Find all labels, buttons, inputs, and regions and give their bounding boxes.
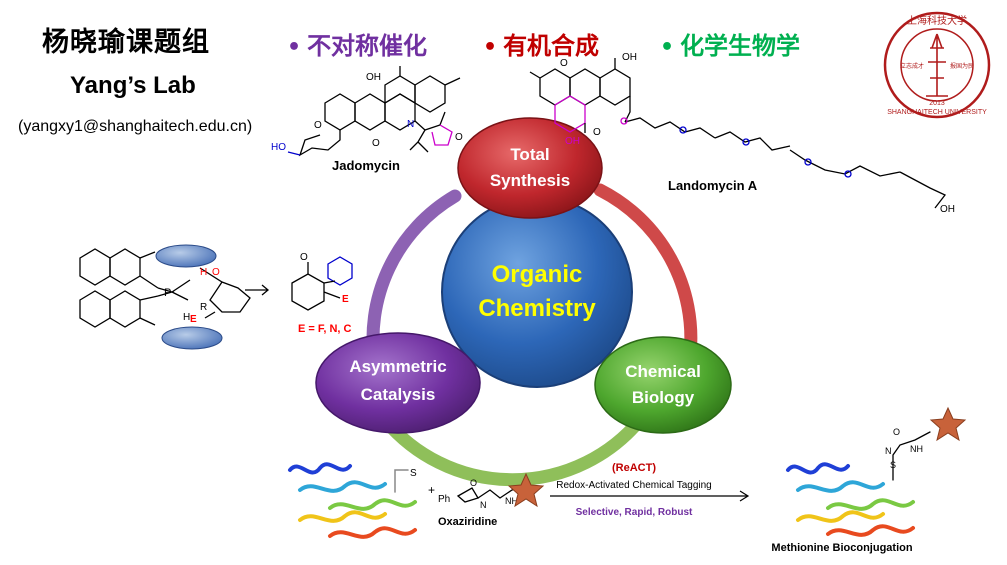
atom-label: O [455,132,463,143]
atom-label: E [190,314,197,325]
logo-motto-right: 报国为民 [950,62,974,70]
atom-label: H [183,312,190,323]
star-tag-icon [507,472,545,508]
bullet-dot-icon: • [287,35,302,60]
topic-label: 不对称催化 [307,32,428,60]
atom-label: OH [622,52,637,63]
react-subtitle: Selective, Rapid, Robust [576,507,693,518]
node-label-line2: Catalysis [361,385,436,404]
atom-label: O [372,138,380,149]
atom-label: NH [910,444,923,454]
reaction-arrow-icon [550,490,750,502]
node-label-line1: Total [510,145,549,164]
center-label-line1: Organic [492,261,583,288]
protein-left-structure [288,462,417,539]
oxaziridine-label: Oxaziridine [438,516,497,528]
ring-arc-red [593,183,698,362]
plus-sign: + [428,483,435,497]
topic-asymmetric-catalysis: •不对称催化 [287,26,427,61]
topic-label: 有机合成 [503,32,600,60]
atom-label: N [407,119,414,130]
bullet-dot-icon: • [483,35,498,60]
atom-label: E [342,294,349,305]
ring-arc-green [378,413,647,487]
atom-label: OH [366,72,381,83]
jadomycin-structure: OH O N O HO O [271,66,463,157]
atom-label: H [200,267,207,278]
atom-label: N [480,500,487,510]
atom-label: O [212,267,220,278]
logo-year: 2013 [929,100,945,107]
atom-label: O [470,478,477,488]
node-chemical-biology: Chemical Biology [594,336,732,434]
react-full-name: Redox-Activated Chemical Tagging [556,480,711,491]
atom-label: NH [505,496,518,506]
topic-organic-synthesis: •有机合成 [483,26,599,61]
atom-label: OH [565,136,580,147]
node-label-line2: Synthesis [490,171,570,190]
jadomycin-label: Jadomycin [332,158,400,173]
lab-email: (yangxy1@shanghaitech.edu.cn) [18,118,253,135]
methionine-label: Methionine Bioconjugation [771,542,912,554]
atom-label: Ph [438,494,450,505]
center-node-organic-chemistry: Organic Chemistry [441,196,633,388]
atom-label: OH [940,204,955,215]
efnc-label: E = F, N, C [298,323,352,335]
catalyst-lobe-top [155,244,217,268]
topic-label: 化学生物学 [680,32,801,60]
atom-label: P [164,287,171,299]
atom-label: R [200,302,207,313]
group-title-chinese: 杨晓瑜课题组 [42,27,210,58]
tower-icon [926,33,948,97]
star-tag-icon [929,406,967,442]
atom-label: S [890,460,896,470]
react-acronym: (ReACT) [612,462,656,474]
atom-label: N [885,446,892,456]
atom-label: O [593,127,601,138]
node-total-synthesis: Total Synthesis [457,117,603,219]
lab-name: Yang’s Lab [70,72,196,99]
protein-right-structure [786,431,931,537]
atom-label: O [560,58,568,69]
node-asymmetric-catalysis: Asymmetric Catalysis [315,332,481,434]
atom-label: S [410,468,417,479]
atom-label: O [893,427,900,437]
logo-motto-left: 立志成才 [900,62,924,70]
logo-name-en: SHANGHAITECH UNIVERSITY [887,109,987,116]
node-label-line1: Chemical [625,362,701,381]
bullet-dot-icon: • [660,35,675,60]
catalyst-structure [79,248,270,328]
center-label-line2: Chemistry [478,295,596,322]
atom-label: O [300,252,308,263]
atom-label: HO [271,142,286,153]
atom-label: O [314,120,322,131]
catalyst-lobe-bottom [161,326,223,350]
product-structure [291,256,353,311]
landomycin-structure: OH O O OH OH [529,52,955,215]
topic-chemical-biology: •化学生物学 [660,26,800,61]
node-label-line2: Biology [632,388,695,407]
node-label-line1: Asymmetric [349,357,446,376]
shanghaitech-logo: 上海科技大学 SHANGHAITECH UNIVERSITY 2013 立志成才… [883,11,991,119]
landomycin-label: Landomycin A [668,178,758,193]
logo-name-cn: 上海科技大学 [907,14,967,27]
